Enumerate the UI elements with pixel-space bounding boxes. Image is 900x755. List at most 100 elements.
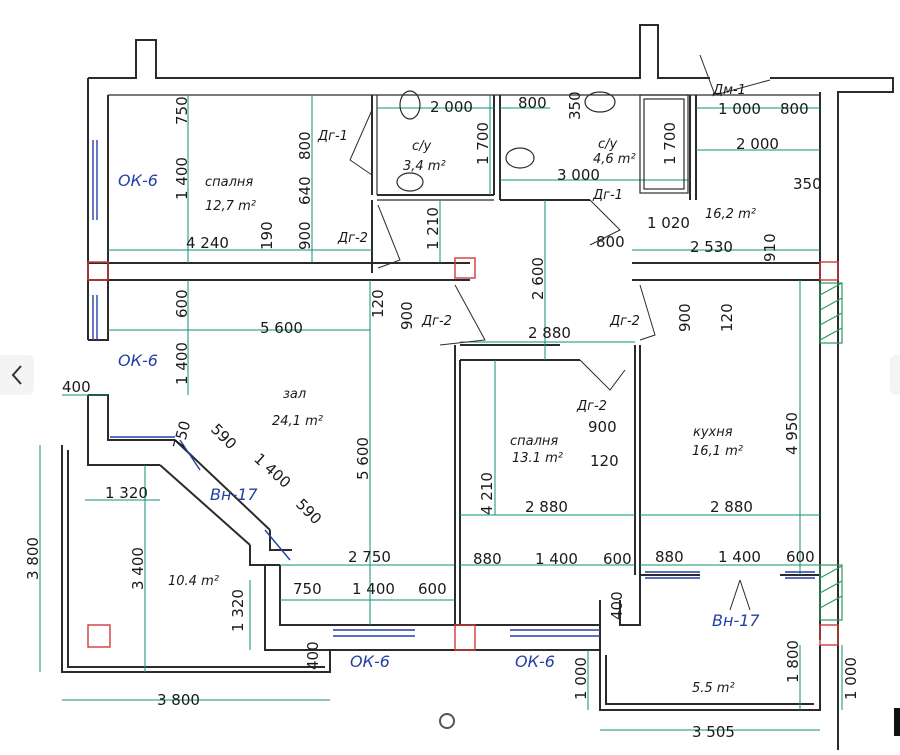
dim-2000-wc1: 2 000 [430,98,473,116]
dimension-lines [39,95,843,731]
dim-5600-living: 5 600 [260,319,303,337]
dim-4950: 4 950 [783,412,801,455]
dim-350-wc2: 350 [566,91,584,120]
dim-2000-hall: 2 000 [736,135,779,153]
dim-600-kitchen: 600 [786,548,815,566]
dimension-values: 750 1 400 800 640 900 190 4 240 2 000 1 … [24,91,860,741]
dim-3505: 3 505 [692,723,735,741]
dim-900-bedroom2: 900 [588,418,617,436]
dim-350-hall: 350 [793,175,822,193]
dim-2600: 2 600 [529,257,547,300]
dim-600-bottom: 600 [418,580,447,598]
dim-1000-dm1: 1 000 [718,100,761,118]
dim-3800-vertical: 3 800 [24,537,42,580]
door-label-dg2-3: Дг-2 [609,314,640,329]
dim-1210: 1 210 [424,207,442,250]
room-name-bedroom2: спалня [510,434,558,449]
dim-1400-bedroom2: 1 400 [535,550,578,568]
dim-4210: 4 210 [478,472,496,515]
room-name-bedroom1: спалня [205,175,253,190]
room-labels: спалня 12,7 m² с/у 3,4 m² с/у 4,6 m² 16,… [168,137,756,696]
dim-4240: 4 240 [186,234,229,252]
dim-880-kitchen: 880 [655,548,684,566]
dim-800-left: 800 [296,131,314,160]
dim-3000: 3 000 [557,166,600,184]
dim-600-living: 600 [173,289,191,318]
dim-750-top: 750 [173,96,191,125]
room-name-wc1: с/у [412,139,432,154]
door-label-dg1-1: Дг-1 [317,129,348,144]
dim-2880-top: 2 880 [528,324,571,342]
window-label-vn17-1: Вн-17 [210,485,258,504]
windows [92,140,815,637]
dim-2880-bedroom2: 2 880 [525,498,568,516]
dim-1700-wc2: 1 700 [661,122,679,165]
door-label-dm1: Дм-1 [712,83,746,98]
dim-1320-vertical: 1 320 [229,589,247,632]
dim-5600-vertical: 5 600 [354,437,372,480]
dim-1400-bottom: 1 400 [352,580,395,598]
room-name-living: зал [283,387,306,402]
room-area-wc1: 3,4 m² [403,159,446,174]
sanitary-fixtures [396,90,689,194]
next-image-button[interactable] [890,355,900,395]
dim-800-wc2: 800 [518,94,547,112]
room-area-balcony2: 5.5 m² [692,681,735,696]
dim-1800: 1 800 [784,640,802,683]
previous-image-button[interactable] [0,355,34,395]
room-area-balcony1: 10.4 m² [168,574,219,589]
dim-1000-right: 1 000 [842,657,860,700]
dim-1020: 1 020 [647,214,690,232]
dim-1320-balcony: 1 320 [105,484,148,502]
window-label-vn17-2: Вн-17 [712,611,760,630]
dim-600-bedroom2: 600 [603,550,632,568]
door-label-dg2-4: Дг-2 [576,399,607,414]
chevron-left-icon [11,365,22,385]
carousel-indicator-dot[interactable] [439,713,455,729]
opening-labels: ОК-6 ОК-6 ОК-6 ОК-6 Вн-17 Вн-17 Дм-1 Дг-… [118,83,760,671]
door-label-dg1-2: Дг-1 [592,188,623,203]
window-label-ok6-1: ОК-6 [118,171,158,190]
dim-900-door-left: 900 [398,301,416,330]
dim-400-left: 400 [62,378,91,396]
door-label-dg2-1: Дг-2 [337,231,368,246]
dim-3800-horizontal: 3 800 [157,691,200,709]
dim-590-top: 590 [207,420,240,453]
dim-120-right: 120 [718,303,736,332]
doors [349,54,771,611]
dim-590-bottom: 590 [292,495,325,528]
dim-190: 190 [258,221,276,250]
window-label-ok6-4: ОК-6 [515,652,555,671]
room-area-wc2: 4,6 m² [593,152,636,167]
door-label-dg2-2: Дг-2 [421,314,452,329]
dim-1400-kitchen: 1 400 [718,548,761,566]
dim-400-bottom-left: 400 [304,641,322,670]
dim-120-bedroom2: 120 [590,452,619,470]
dim-750-bottom: 750 [293,580,322,598]
dim-120-left: 120 [369,289,387,318]
dim-1700-wc1: 1 700 [474,122,492,165]
dim-2880-kitchen: 2 880 [710,498,753,516]
room-area-hall: 16,2 m² [705,207,756,222]
room-area-kitchen: 16,1 m² [692,444,743,459]
window-label-ok6-2: ОК-6 [118,351,158,370]
dim-880-bedroom2: 880 [473,550,502,568]
dim-2750: 2 750 [348,548,391,566]
dim-400-bottom-right: 400 [608,591,626,620]
dim-1400-living: 1 400 [173,342,191,385]
room-area-bedroom2: 13.1 m² [512,451,563,466]
dim-750-diag: 750 [169,419,194,451]
dim-1400-bedroom1: 1 400 [173,157,191,200]
room-area-living: 24,1 m² [272,414,323,429]
dim-640: 640 [296,176,314,205]
room-area-bedroom1: 12,7 m² [205,199,256,214]
dim-3400: 3 400 [129,547,147,590]
room-name-wc2: с/у [598,137,618,152]
edge-marker [894,708,900,736]
window-label-ok6-3: ОК-6 [350,652,390,671]
room-name-kitchen: кухня [693,425,733,440]
dim-800-dm1: 800 [780,100,809,118]
dim-800-hall: 800 [596,233,625,251]
markers [87,257,843,651]
